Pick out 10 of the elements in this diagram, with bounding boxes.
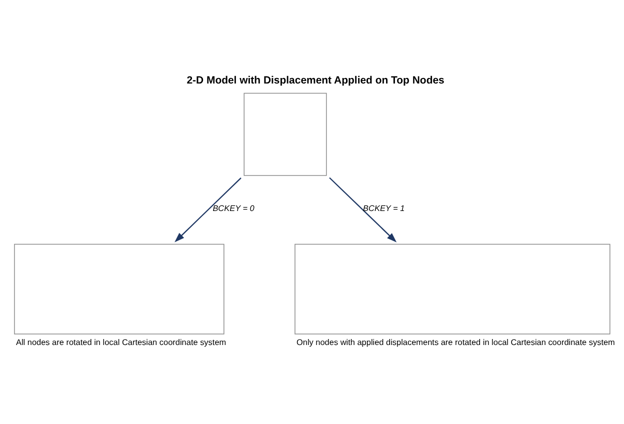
edge-label: BCKEY = 1: [363, 204, 405, 213]
node-label: All nodes are rotated in local Cartesian coordinate system: [16, 338, 226, 347]
node-label: Only nodes with applied displacements are rotated in local Cartesian coordinate system: [296, 338, 615, 347]
node-box: [244, 92, 327, 176]
diagram-title: 2-D Model with Displacement Applied on Top Nodes: [186, 75, 444, 86]
edge-label: BCKEY = 0: [212, 204, 254, 213]
arrow: [174, 177, 242, 242]
node-box: [294, 243, 610, 334]
node-box: [14, 243, 224, 334]
arrow: [329, 176, 397, 242]
